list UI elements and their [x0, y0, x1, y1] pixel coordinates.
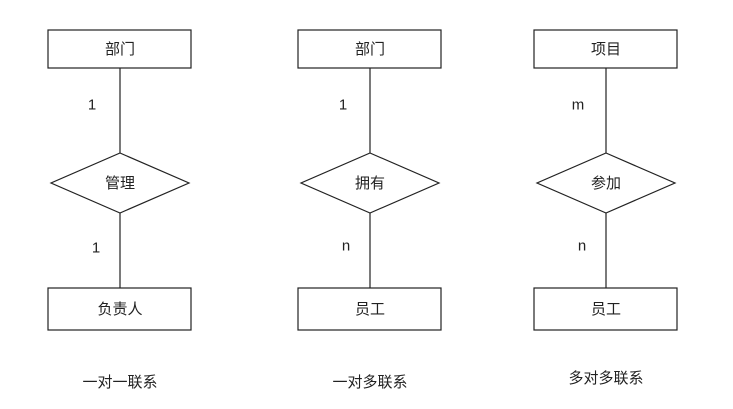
diagram-many-to-many: 项目 参加 员工 m n 多对多联系: [533, 29, 678, 387]
entity-box-bottom: [47, 287, 192, 331]
cardinality-bottom: n: [342, 238, 350, 255]
entity-label-top: 部门: [355, 40, 385, 58]
diagram-one-to-many: 部门 拥有 员工 1 n 一对多联系: [297, 29, 442, 391]
entity-label-bottom: 员工: [355, 300, 385, 318]
diagram-caption: 一对一联系: [82, 373, 157, 391]
diagram-caption: 一对多联系: [332, 373, 407, 391]
entity-label-top: 部门: [105, 40, 135, 58]
relationship-diamond: [535, 152, 677, 214]
cardinality-top: 1: [339, 97, 347, 114]
relationship-label: 拥有: [355, 174, 385, 192]
cardinality-top: 1: [88, 97, 96, 114]
entity-label-top: 项目: [591, 40, 621, 58]
diagram-one-to-one: 部门 管理 负责人 1 1 一对一联系: [47, 29, 192, 391]
entity-box-top: [47, 29, 192, 69]
relationship-diamond: [49, 152, 191, 214]
entity-box-top: [297, 29, 442, 69]
relationship-label: 管理: [105, 174, 135, 192]
cardinality-bottom: n: [578, 238, 586, 255]
entity-label-bottom: 员工: [591, 300, 621, 318]
entity-box-top: [533, 29, 678, 69]
relationship-label: 参加: [591, 174, 621, 192]
relationship-diamond: [299, 152, 441, 214]
cardinality-top: m: [572, 97, 585, 114]
entity-box-bottom: [533, 287, 678, 331]
cardinality-bottom: 1: [92, 240, 100, 257]
entity-box-bottom: [297, 287, 442, 331]
diagram-caption: 多对多联系: [568, 369, 643, 387]
entity-label-bottom: 负责人: [97, 300, 142, 318]
